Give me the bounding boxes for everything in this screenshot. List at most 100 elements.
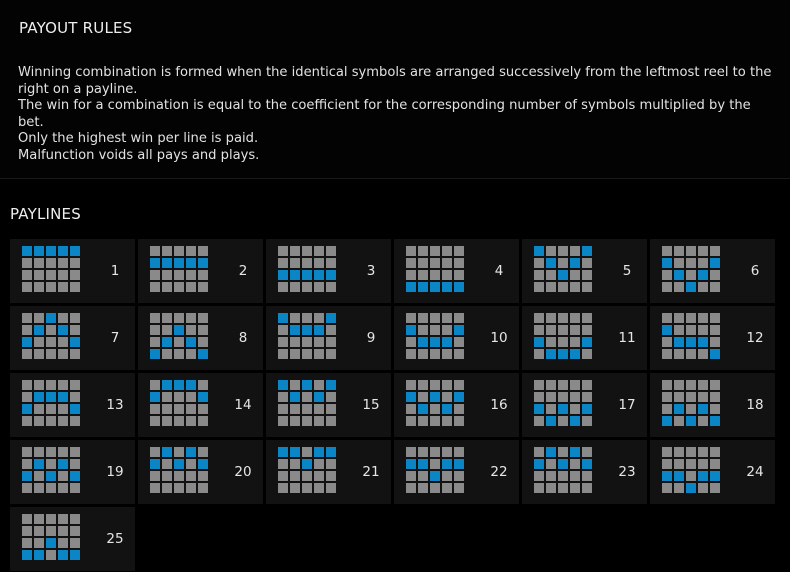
payline-square [198, 270, 208, 280]
payline-square [454, 258, 464, 268]
payline-card: 18 [650, 373, 775, 437]
payline-square [442, 392, 452, 402]
payline-number: 5 [622, 263, 632, 279]
payline-square [46, 526, 56, 536]
payline-square [162, 392, 172, 402]
payline-pattern [22, 313, 80, 359]
payline-square-active [314, 392, 324, 402]
payline-square [22, 282, 32, 292]
payline-square [710, 270, 720, 280]
payline-square [326, 416, 336, 426]
payline-square [70, 270, 80, 280]
payline-square [406, 258, 416, 268]
payline-square [442, 270, 452, 280]
payline-square [70, 380, 80, 390]
payline-square [198, 471, 208, 481]
payline-square [70, 514, 80, 524]
payline-square-active [186, 447, 196, 457]
payline-square-active [70, 404, 80, 414]
payline-square [198, 246, 208, 256]
payline-square [150, 337, 160, 347]
payline-square [442, 313, 452, 323]
payline-square [22, 459, 32, 469]
payline-square-active [570, 447, 580, 457]
payline-square [582, 380, 592, 390]
payline-square-active [302, 270, 312, 280]
payline-square [418, 447, 428, 457]
payline-card: 14 [138, 373, 263, 437]
payline-square [326, 392, 336, 402]
payline-square [70, 538, 80, 548]
payline-square [430, 325, 440, 335]
payline-square [570, 282, 580, 292]
rule-line-highest-win: Only the highest win per line is paid. [18, 131, 259, 146]
payline-number: 24 [746, 464, 764, 480]
payline-square [698, 416, 708, 426]
payline-square-active [278, 313, 288, 323]
payline-square [570, 483, 580, 493]
payline-square-active [430, 471, 440, 481]
payline-square [558, 337, 568, 347]
payline-square [58, 471, 68, 481]
payline-pattern [406, 380, 464, 426]
payline-square [162, 246, 172, 256]
payline-square [290, 337, 300, 347]
payline-square-active [58, 392, 68, 402]
payline-square [534, 471, 544, 481]
payline-square [546, 282, 556, 292]
payline-square-active [174, 380, 184, 390]
payline-square [686, 246, 696, 256]
payline-square [454, 270, 464, 280]
payline-square [70, 282, 80, 292]
payline-square [186, 313, 196, 323]
payline-square [662, 246, 672, 256]
payline-square [558, 380, 568, 390]
payline-square [418, 392, 428, 402]
payline-square [582, 349, 592, 359]
payline-square [46, 337, 56, 347]
payline-square [582, 392, 592, 402]
payline-square [698, 459, 708, 469]
payline-square [162, 404, 172, 414]
payline-square-active [162, 258, 172, 268]
payline-number: 7 [110, 330, 120, 346]
payline-square-active [46, 313, 56, 323]
payline-square-active [534, 246, 544, 256]
payline-square-active [278, 270, 288, 280]
payline-number: 15 [362, 397, 380, 413]
payline-square [418, 349, 428, 359]
payline-square [150, 246, 160, 256]
payline-square-active [46, 471, 56, 481]
payline-square [174, 483, 184, 493]
payline-square [582, 416, 592, 426]
payline-square [46, 447, 56, 457]
payline-square [710, 447, 720, 457]
payline-square [442, 380, 452, 390]
payline-square [686, 349, 696, 359]
payline-square [710, 337, 720, 347]
payline-square [662, 380, 672, 390]
payline-square [570, 313, 580, 323]
payline-square [674, 325, 684, 335]
payline-pattern [406, 313, 464, 359]
payline-card: 2 [138, 239, 263, 303]
payline-square [174, 471, 184, 481]
payline-square [674, 380, 684, 390]
payline-square [454, 483, 464, 493]
payline-square [710, 380, 720, 390]
payline-square [278, 258, 288, 268]
payline-square [58, 404, 68, 414]
payline-number: 21 [362, 464, 380, 480]
payline-square [534, 447, 544, 457]
payline-square [710, 392, 720, 402]
payline-square-active [582, 337, 592, 347]
payline-square [674, 447, 684, 457]
payline-square [406, 471, 416, 481]
payline-square [58, 514, 68, 524]
payline-square [290, 246, 300, 256]
payline-square [570, 459, 580, 469]
payline-pattern [662, 447, 720, 493]
payline-square [174, 447, 184, 457]
payline-card: 25 [10, 507, 135, 571]
payline-square [710, 246, 720, 256]
